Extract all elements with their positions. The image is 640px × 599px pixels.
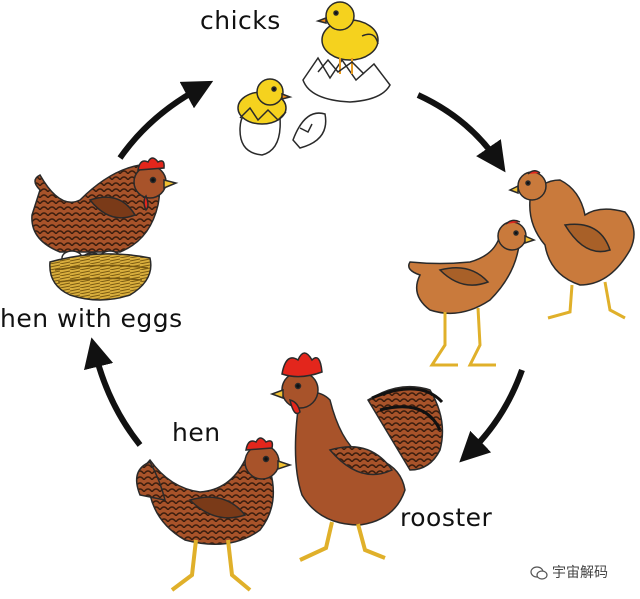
hen-with-eggs-illustration [31, 157, 179, 301]
chicks-illustration [237, 1, 391, 156]
watermark: 宇宙解码 [530, 562, 608, 582]
hen-illustration [135, 437, 293, 592]
stage-label-hen: hen [172, 418, 221, 447]
wechat-icon [530, 566, 548, 580]
stage-label-chicks: chicks [200, 6, 281, 35]
young-hens-illustration [408, 170, 635, 367]
cycle-arrow-icon [459, 368, 525, 463]
stage-label-hen-with-eggs: hen with eggs [0, 304, 183, 333]
watermark-text: 宇宙解码 [552, 565, 608, 581]
cycle-arrow-icon [117, 80, 214, 160]
cycle-arrow-icon [84, 337, 143, 447]
cycle-arrow-icon [416, 92, 506, 173]
rooster-illustration [269, 352, 444, 562]
stage-label-rooster: rooster [400, 503, 493, 532]
cycle-arrows [84, 80, 525, 463]
